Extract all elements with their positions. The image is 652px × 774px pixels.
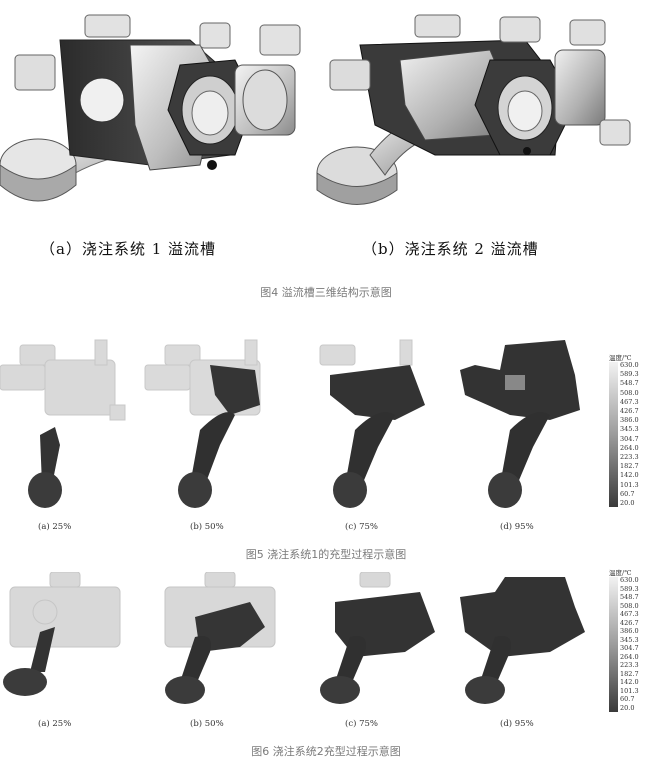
fig6-label-c: (c) 75% [345,719,378,729]
fig5-frame-25 [0,339,126,508]
fig5-label-b: (b) 50% [190,522,224,532]
legend-tick-label: 345.3 [620,425,639,434]
fig6-legend-title: 温度/℃ [609,569,632,577]
fig6-frame-25b [164,572,276,704]
legend-tick-label: 182.7 [620,462,639,471]
legend-tick-label: 20.0 [620,499,635,507]
legend-tick-label: 60.7 [620,695,635,704]
fig5-label-a: (a) 25% [38,522,72,532]
legend-tick-label: 223.3 [620,453,639,461]
legend-tick-label: 101.3 [620,480,639,489]
legend-tick-label: 386.0 [620,416,639,425]
legend-tick-label: 508.0 [620,601,639,610]
legend-tick-label: 386.0 [620,627,639,636]
legend-tick-label: 304.7 [620,434,639,443]
fig5-legend-title: 温度/℃ [609,354,632,362]
fig4-panel-b-render [315,5,652,220]
fig5-label-d: (d) 95% [500,522,534,532]
fig5-legend-bar [609,362,618,507]
fig5-label-c: (c) 75% [345,522,378,532]
legend-tick-label: 142.0 [620,471,639,480]
legend-tick-label: 304.7 [620,644,639,653]
legend-tick-label: 630.0 [620,361,639,369]
legend-tick-label: 508.0 [620,388,639,397]
fig4-caption: 图4 溢流槽三维结构示意图 [260,286,392,299]
legend-tick-label: 182.7 [620,669,639,678]
legend-tick-label: 264.0 [620,443,639,452]
legend-tick-label: 60.7 [620,489,635,498]
legend-tick-label: 264.0 [620,652,639,661]
legend-tick-label: 467.3 [620,610,639,619]
fig6-legend-bar [609,577,618,712]
fig4-panel-a-caption: （a）浇注系统 1 溢流槽 [40,240,217,258]
legend-tick-label: 589.3 [620,584,639,593]
fig4-panel-a-render [0,5,310,220]
fig6-simulation-strip [0,572,605,712]
legend-tick-label: 426.7 [620,618,639,627]
fig6-label-d: (d) 95% [500,719,534,729]
legend-tick-label: 101.3 [620,686,639,695]
fig6-frame-95 [460,577,585,704]
legend-tick-label: 345.3 [620,635,639,644]
legend-tick-label: 20.0 [620,704,635,712]
fig5-frame-50 [144,339,261,508]
fig6-label-a: (a) 25% [38,719,72,729]
fig6-label-b: (b) 50% [190,719,224,729]
legend-tick-label: 589.3 [620,370,639,379]
legend-tick-label: 548.7 [620,593,639,602]
fig6-caption: 图6 浇注系统2充型过程示意图 [251,745,401,758]
fig6-frame-75 [320,572,435,704]
legend-tick-label: 426.7 [620,407,639,415]
fig5-frame-95 [460,340,580,508]
legend-tick-label: 142.0 [620,678,639,687]
fig4-panel-b-caption: （b）浇注系统 2 溢流槽 [362,240,539,258]
legend-tick-label: 630.0 [620,576,639,584]
legend-tick-label: 467.3 [620,397,639,406]
fig5-caption: 图5 浇注系统1的充型过程示意图 [245,548,407,561]
legend-tick-label: 223.3 [620,661,639,670]
fig6-frame-25 [3,572,121,696]
fig5-simulation-strip [0,335,605,515]
fig5-frame-75 [319,339,425,508]
legend-tick-label: 548.7 [620,379,639,388]
